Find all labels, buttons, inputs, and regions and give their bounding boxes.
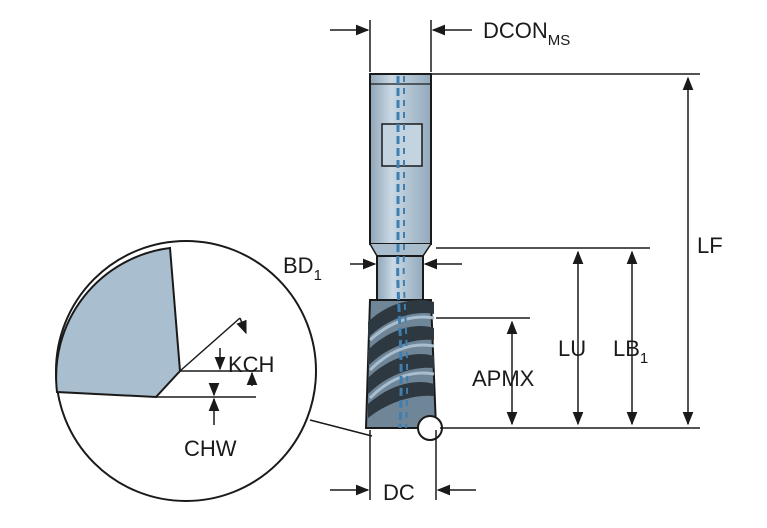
corner-detail-circle [417,415,443,441]
detail-leader [309,419,373,437]
tool-neck [376,255,424,301]
flute [368,326,434,366]
label-apmx: APMX [472,366,535,391]
dimension-labels: DCONMS LF LU LB1 APMX BD1 KCH CHW DC [184,18,723,505]
chamfer-detail-view [55,240,317,502]
flute [368,354,434,394]
cutting-insert-shape [55,246,182,399]
flute [368,300,434,338]
kch-angle-arc [236,317,247,335]
label-dcon: DCONMS [483,18,570,49]
label-kch: KCH [228,352,274,377]
flute-highlight [368,343,435,372]
label-chw: CHW [184,436,237,461]
label-lb: LB1 [613,336,648,367]
coolant-channel [402,76,409,429]
label-bd: BD1 [283,253,322,284]
dimension-lines [309,20,700,500]
label-lf: LF [697,233,723,258]
coolant-channel [396,76,403,429]
neck-transition [369,243,432,257]
label-dc: DC [383,480,415,505]
label-lu: LU [558,336,586,361]
shank-flat [381,123,423,167]
flute-highlight [368,315,435,342]
